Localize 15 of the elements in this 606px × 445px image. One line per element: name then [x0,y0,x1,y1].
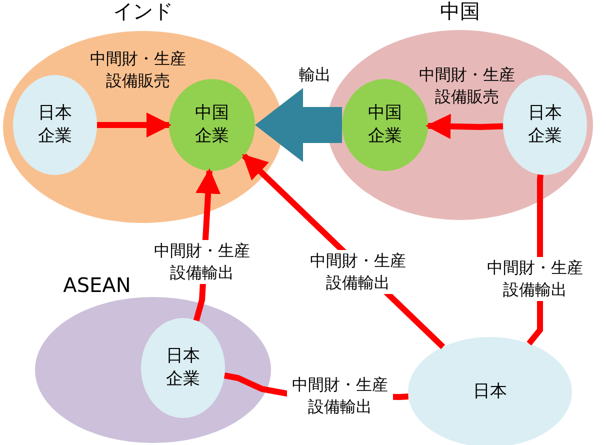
node-label: 日本 [472,380,508,404]
region-name: インド [112,0,174,23]
arrow [425,114,504,139]
arrow [97,112,172,138]
node-label: 日本企業 [527,102,563,148]
node-label: 日本企業 [165,345,201,391]
node-label: 中国企業 [367,102,403,148]
node-label: 日本企業 [37,102,73,148]
edge-label: 輸出 [298,64,332,86]
node-label: 中国企業 [194,102,230,148]
region-name: ASEAN [62,273,132,297]
region-name: 中国 [439,0,481,23]
edge-label: 中間財・生産設備販売 [418,64,516,108]
edge-label: 中間財・生産設備販売 [89,48,187,92]
block-arrow [255,88,342,162]
